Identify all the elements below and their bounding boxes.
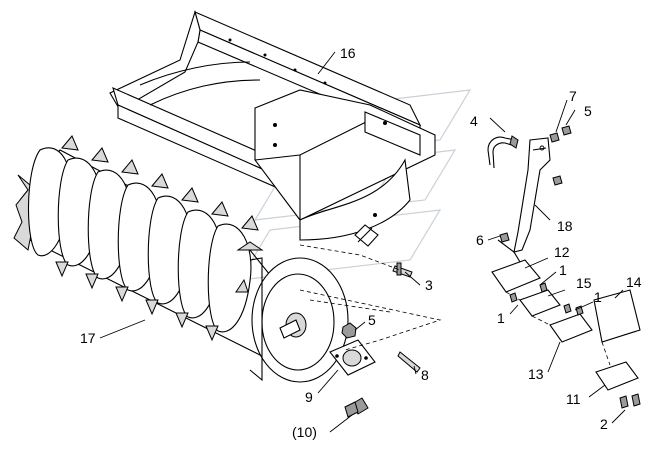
grease-fitting <box>344 397 369 418</box>
part-label-18: 18 <box>557 218 573 234</box>
part-label-5a: 5 <box>584 103 592 119</box>
part-label-14: 14 <box>626 274 642 290</box>
leader-lines <box>99 51 626 433</box>
frame-assembly <box>109 10 436 247</box>
part-label-1c: 1 <box>497 310 505 326</box>
part-label-17: 17 <box>80 330 96 346</box>
part-label-12: 12 <box>554 244 570 260</box>
nut-5 <box>341 322 357 339</box>
part-label-3: 3 <box>425 277 433 293</box>
part-label-8: 8 <box>421 367 429 383</box>
part-label-7: 7 <box>569 88 577 104</box>
bolt-3 <box>392 262 413 278</box>
part-label-5b: 5 <box>368 312 376 328</box>
part-label-4: 4 <box>470 113 478 129</box>
part-label-13: 13 <box>528 366 544 382</box>
packer-roller <box>13 135 349 383</box>
part-label-6: 6 <box>476 232 484 248</box>
part-label-1b: 1 <box>594 289 602 305</box>
scraper-plates <box>491 259 641 409</box>
assembly-dash-lines <box>299 244 442 351</box>
part-label-10: (10) <box>292 424 317 440</box>
part-label-15: 15 <box>576 275 592 291</box>
bearing-housing <box>329 339 376 376</box>
part-label-16: 16 <box>340 45 356 61</box>
part-label-1a: 1 <box>559 262 567 278</box>
part-label-11: 11 <box>566 391 581 407</box>
part-label-2: 2 <box>600 416 608 432</box>
part-label-9: 9 <box>305 389 313 405</box>
scraper-arm <box>487 125 572 263</box>
pin-8 <box>397 351 421 373</box>
